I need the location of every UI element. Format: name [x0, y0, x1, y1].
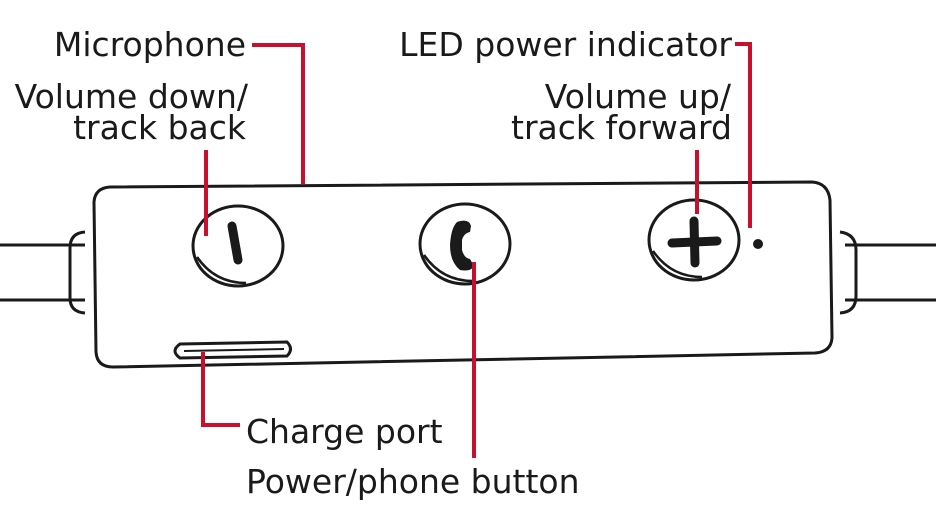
led-indicator	[753, 239, 763, 249]
leader-microphone	[252, 45, 303, 184]
minus-icon	[232, 226, 238, 260]
cable-left	[0, 232, 85, 313]
label-volume-up-line2: track forward	[511, 108, 732, 147]
power-phone-button[interactable]	[420, 204, 510, 284]
label-led: LED power indicator	[399, 25, 732, 64]
label-microphone: Microphone	[54, 25, 246, 64]
label-volume-down-line2: track back	[73, 108, 247, 147]
charge-port	[175, 342, 291, 358]
volume-up-button[interactable]	[649, 200, 739, 280]
label-charge-port: Charge port	[246, 412, 443, 451]
cable-right	[840, 232, 936, 313]
label-power-button: Power/phone button	[246, 462, 580, 501]
